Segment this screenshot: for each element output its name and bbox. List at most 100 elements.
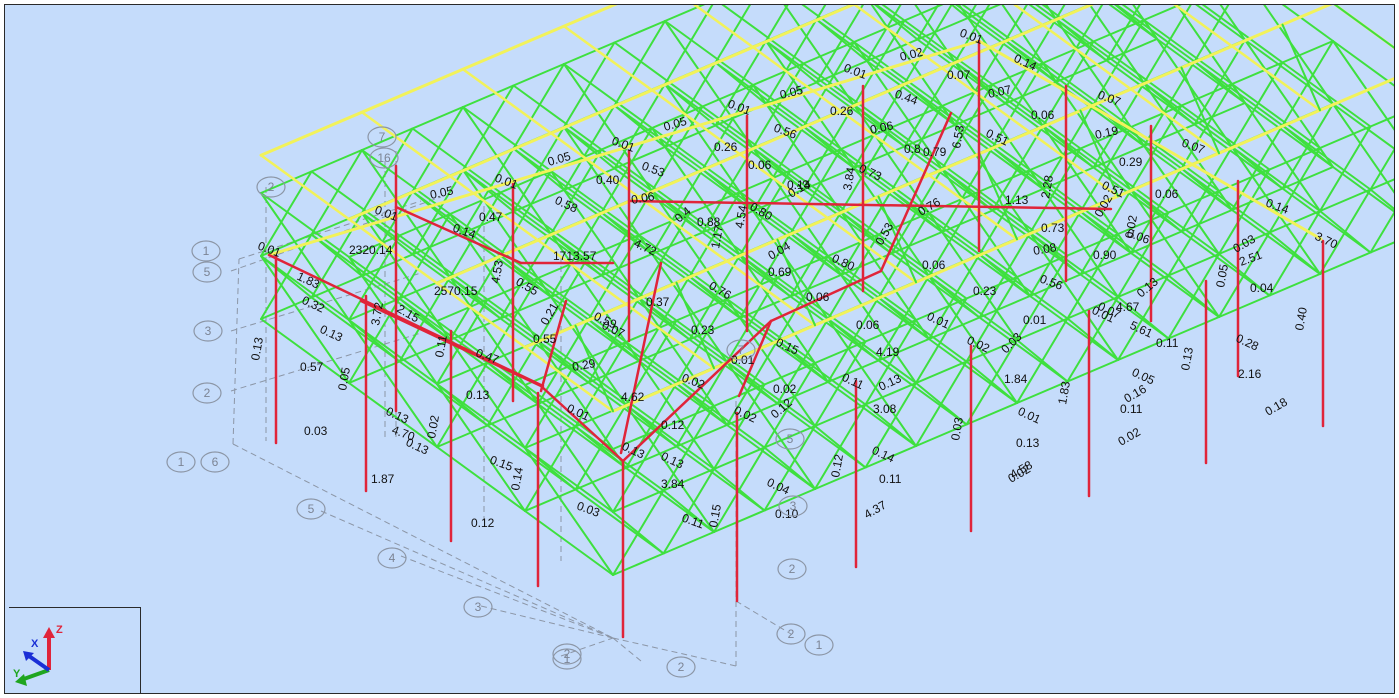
diagonal-member[interactable] [524, 384, 614, 513]
chord-member[interactable] [1319, 251, 1372, 275]
diagonal-member[interactable] [524, 447, 614, 576]
chord-member[interactable] [776, 255, 829, 279]
chord-member[interactable] [664, 5, 716, 22]
chord-member[interactable] [817, 5, 906, 22]
brace-member[interactable] [621, 319, 773, 463]
diagonal-member[interactable] [827, 255, 917, 384]
chord-member[interactable] [1319, 188, 1372, 212]
diagonal-member[interactable] [1268, 231, 1321, 275]
chord-member[interactable] [1029, 232, 1119, 298]
diagonal-member[interactable] [814, 340, 867, 427]
diagonal-member[interactable] [867, 5, 919, 41]
diagonal-member[interactable] [827, 318, 917, 447]
chord-member[interactable] [864, 382, 917, 406]
chord-member[interactable] [928, 338, 1018, 404]
chord-member[interactable] [877, 212, 930, 236]
diagonal-member[interactable] [739, 254, 792, 298]
chord-member[interactable] [361, 127, 414, 151]
chord-member[interactable] [348, 297, 401, 321]
brace-member[interactable] [769, 269, 883, 323]
diagonal-member[interactable] [752, 147, 842, 276]
top-chord-member[interactable] [867, 5, 1221, 155]
chord-member[interactable] [675, 445, 766, 512]
chord-member[interactable] [1332, 103, 1394, 168]
chord-member[interactable] [587, 234, 640, 258]
diagonal-member[interactable] [436, 383, 489, 427]
chord-member[interactable] [600, 127, 653, 151]
chord-member[interactable] [638, 360, 728, 426]
top-chord-member[interactable] [562, 24, 918, 284]
diagonal-member[interactable] [1107, 5, 1158, 40]
diagonal-member[interactable] [449, 213, 539, 342]
chord-member[interactable] [550, 233, 640, 299]
chord-member[interactable] [1079, 273, 1170, 340]
chord-member[interactable] [1069, 5, 1158, 40]
diagonal-member[interactable] [903, 5, 956, 85]
diagonal-member[interactable] [1016, 339, 1069, 383]
chord-member[interactable] [763, 488, 816, 512]
diagonal-member[interactable] [462, 106, 552, 235]
diagonal-member[interactable] [662, 489, 715, 533]
diagonal-member[interactable] [613, 20, 666, 107]
chord-member[interactable] [537, 255, 590, 279]
chord-member[interactable] [613, 20, 666, 44]
chord-member[interactable] [701, 84, 754, 108]
diagonal-member[interactable] [802, 125, 855, 169]
diagonal-member[interactable] [776, 339, 829, 383]
brace-member[interactable] [879, 111, 953, 273]
diagonal-member[interactable] [462, 169, 515, 213]
diagonal-member[interactable] [1244, 39, 1334, 168]
chord-member[interactable] [1019, 5, 1108, 62]
chord-member[interactable] [260, 233, 313, 257]
chord-member[interactable] [625, 445, 678, 469]
chord-member[interactable] [965, 276, 1018, 300]
chord-member[interactable] [1332, 166, 1394, 231]
chord-member[interactable] [853, 19, 906, 43]
diagonal-member[interactable] [765, 40, 855, 169]
chord-member[interactable] [776, 402, 867, 469]
chord-member[interactable] [462, 106, 552, 172]
chord-member[interactable] [965, 339, 1018, 363]
chord-member[interactable] [1268, 210, 1321, 234]
chord-member[interactable] [563, 189, 653, 255]
top-chord-member[interactable] [968, 5, 1322, 112]
chord-member[interactable] [726, 361, 816, 427]
chord-member[interactable] [716, 5, 805, 65]
diagonal-member[interactable] [449, 276, 502, 320]
diagonal-member[interactable] [1042, 125, 1095, 169]
brace-member[interactable] [539, 299, 568, 393]
diagonal-member[interactable] [815, 18, 868, 62]
chord-member[interactable] [978, 169, 1031, 193]
diagonal-member[interactable] [1167, 190, 1220, 277]
diagonal-member[interactable] [664, 20, 754, 149]
diagonal-member[interactable] [1066, 317, 1119, 361]
chord-member[interactable] [1066, 233, 1119, 257]
chord-member[interactable] [625, 341, 715, 407]
chord-member[interactable] [752, 84, 842, 150]
chord-member[interactable] [1029, 147, 1082, 171]
chord-member[interactable] [713, 509, 766, 533]
chord-member[interactable] [398, 339, 451, 363]
diagonal-member[interactable] [563, 126, 653, 255]
diagonal-member[interactable] [550, 233, 603, 277]
diagonal-member[interactable] [978, 253, 1031, 297]
diagonal-member[interactable] [867, 5, 956, 63]
chord-member[interactable] [1231, 61, 1284, 85]
chord-member[interactable] [739, 169, 792, 193]
diagonal-member[interactable] [890, 105, 943, 192]
diagonal-member[interactable] [260, 192, 350, 321]
diagonal-member[interactable] [701, 84, 754, 171]
diagonal-member[interactable] [1143, 82, 1233, 211]
diagonal-member[interactable] [688, 191, 741, 278]
chord-member[interactable] [260, 170, 313, 194]
brace-member[interactable] [394, 205, 523, 265]
diagonal-member[interactable] [840, 211, 930, 340]
diagonal-member[interactable] [662, 405, 715, 492]
chord-member[interactable] [752, 147, 842, 213]
chord-member[interactable] [1016, 380, 1069, 404]
diagonal-member[interactable] [260, 255, 313, 299]
chord-member[interactable] [941, 168, 1031, 234]
diagonal-member[interactable] [713, 383, 766, 470]
diagonal-member[interactable] [537, 340, 627, 469]
diagonal-member[interactable] [1369, 188, 1395, 232]
